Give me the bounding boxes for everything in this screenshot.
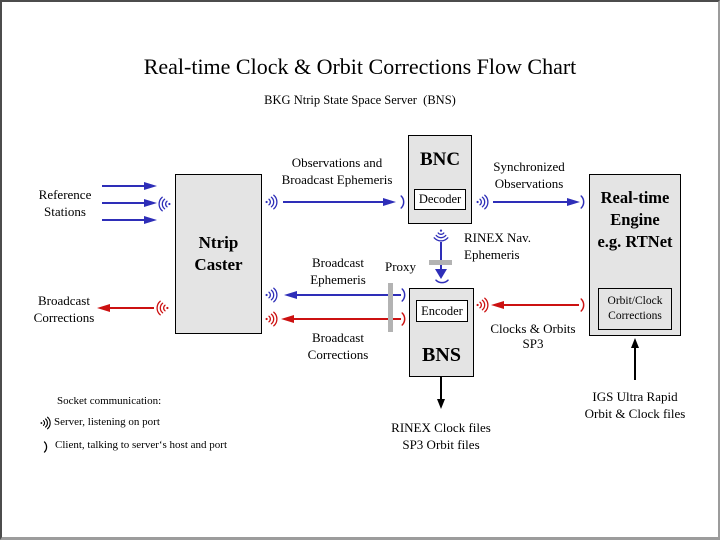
socket-server-icon	[476, 297, 490, 313]
socket-client-icon	[43, 440, 48, 454]
observations-arrow-head	[383, 197, 396, 206]
diagram-title: Real-time Clock & Orbit Corrections Flow…	[143, 54, 577, 79]
reference-arrow-2-head	[144, 198, 157, 207]
ntrip-caster-box: Ntrip Caster	[175, 174, 262, 334]
reference-arrow-1-head	[144, 181, 157, 190]
observations-arrow-line	[283, 201, 383, 203]
proxy-label: Proxy	[385, 259, 417, 274]
socket-client-icon	[400, 194, 406, 210]
clocks-orbits-arrow-line	[504, 304, 579, 306]
rinex-nav-label: RINEX Nav. Ephemeris	[464, 230, 532, 263]
decoder-box: Decoder	[414, 189, 466, 210]
socket-client-icon	[580, 297, 586, 313]
socket-server-icon	[40, 416, 52, 430]
socket-server-icon	[265, 311, 279, 327]
realtime-engine-box: Real-time Engine e.g. RTNet Orbit/Clock …	[589, 174, 681, 336]
reference-stations-label: Reference Stations	[38, 187, 92, 220]
igs-arrow-line	[634, 348, 636, 380]
socket-server-icon	[476, 194, 490, 210]
socket-server-icon	[157, 196, 171, 212]
proxy-bar-vertical	[388, 283, 393, 332]
realtime-engine-label: Real-time Engine e.g. RTNet	[597, 188, 673, 251]
socket-client-icon	[401, 287, 407, 303]
bns-label: BNS	[422, 344, 461, 366]
igs-arrow-head	[630, 338, 639, 348]
socket-server-icon	[265, 194, 279, 210]
igs-label: IGS Ultra Rapid Orbit & Clock files	[584, 389, 686, 422]
clocks-orbits-arrow-head	[491, 300, 504, 309]
synchronized-arrow-head	[567, 197, 580, 206]
diagram-subtitle: BKG Ntrip State Space Server (BNS)	[264, 93, 456, 107]
rinex-nav-arrow-line	[440, 242, 442, 269]
synchronized-observations-label: Synchronized Observations	[493, 159, 565, 192]
broadcast-corrections-arrow-head	[281, 314, 294, 323]
reference-arrow-3-head	[144, 215, 157, 224]
rinex-nav-arrow-head	[435, 269, 447, 279]
rinex-files-arrow-line	[440, 377, 442, 399]
socket-server-icon	[433, 229, 449, 243]
ntrip-caster-label: Ntrip Caster	[194, 233, 243, 274]
reference-arrow-3-line	[102, 219, 144, 221]
clocks-orbits-label: Clocks & Orbits SP3	[490, 321, 576, 351]
proxy-bar-horizontal	[429, 260, 452, 265]
observations-label: Observations and Broadcast Ephemeris	[281, 155, 393, 188]
broadcast-ephemeris-arrow-line	[297, 294, 401, 296]
legend-server-text: Server, listening on port	[54, 416, 160, 428]
broadcast-corrections-left-line	[110, 307, 154, 309]
reference-arrow-2-line	[102, 202, 144, 204]
rinex-files-arrow-head	[436, 399, 445, 409]
synchronized-arrow-line	[493, 201, 567, 203]
orbit-clock-corrections-box: Orbit/Clock Corrections	[598, 288, 672, 330]
broadcast-ephemeris-arrow-head	[284, 290, 297, 299]
reference-arrow-1-line	[102, 185, 144, 187]
broadcast-corrections-arrow-line	[294, 318, 401, 320]
broadcast-corrections-left-label: Broadcast Corrections	[33, 293, 95, 326]
bns-box: Encoder BNS	[409, 288, 474, 377]
bnc-label: BNC	[419, 149, 461, 170]
socket-client-icon	[401, 311, 407, 327]
socket-client-icon	[580, 194, 586, 210]
socket-server-icon	[155, 300, 169, 316]
broadcast-corrections-left-head	[97, 303, 110, 312]
socket-client-icon	[434, 279, 450, 285]
legend-client-text: Client, talking to server‘s host and por…	[55, 439, 227, 451]
socket-server-icon	[265, 287, 279, 303]
broadcast-corrections-label: Broadcast Corrections	[307, 330, 369, 363]
encoder-box: Encoder	[416, 300, 468, 322]
bnc-box: BNC Decoder	[408, 135, 472, 224]
broadcast-ephemeris-label: Broadcast Ephemeris	[310, 255, 366, 288]
legend-title: Socket communication:	[57, 395, 162, 407]
rinex-files-label: RINEX Clock files SP3 Orbit files	[391, 420, 491, 453]
